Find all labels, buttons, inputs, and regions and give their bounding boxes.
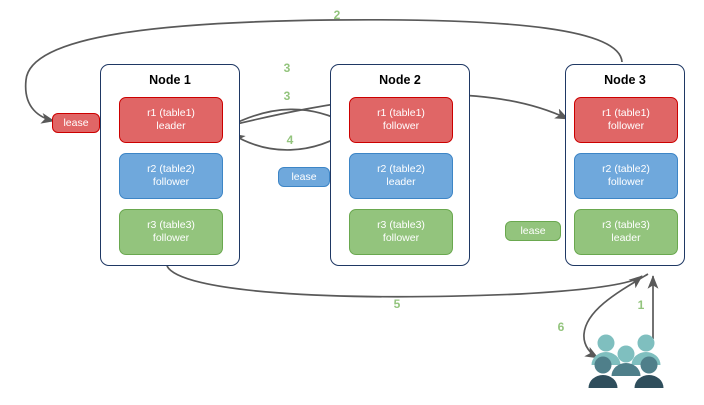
replica-name: r3 (table3) bbox=[147, 219, 195, 231]
replica-name: r1 (table1) bbox=[377, 107, 425, 119]
replica-node1-r1[interactable]: r1 (table1) leader bbox=[119, 97, 223, 143]
replica-role: leader bbox=[386, 176, 416, 188]
arrow-step-5 bbox=[166, 265, 643, 298]
replica-role: follower bbox=[152, 232, 190, 244]
replica-role: follower bbox=[382, 120, 420, 132]
replica-node1-r3[interactable]: r3 (table3) follower bbox=[119, 209, 223, 255]
replica-name: r2 (table2) bbox=[147, 163, 195, 175]
replica-node3-r1[interactable]: r1 (table1) follower bbox=[574, 97, 678, 143]
replica-role: follower bbox=[152, 176, 190, 188]
replica-role: leader bbox=[611, 232, 641, 244]
step-label-3-long: 3 bbox=[283, 61, 291, 75]
replica-role: follower bbox=[607, 120, 645, 132]
replica-role: follower bbox=[607, 176, 645, 188]
users-group-icon bbox=[588, 334, 664, 388]
node-box-node1[interactable]: Node 1 r1 (table1) leader r2 (table2) fo… bbox=[100, 64, 240, 266]
step-label-3-short: 3 bbox=[283, 89, 291, 103]
replica-name: r3 (table3) bbox=[377, 219, 425, 231]
replica-name: r1 (table1) bbox=[147, 107, 195, 119]
replica-name: r2 (table2) bbox=[602, 163, 650, 175]
replica-name: r3 (table3) bbox=[602, 219, 650, 231]
replica-name: r2 (table2) bbox=[377, 163, 425, 175]
replica-node3-r2[interactable]: r2 (table2) follower bbox=[574, 153, 678, 199]
lease-badge-table2[interactable]: lease bbox=[278, 167, 330, 187]
lease-badge-table3[interactable]: lease bbox=[505, 221, 561, 241]
node-box-node2[interactable]: Node 2 r1 (table1) follower r2 (table2) … bbox=[330, 64, 470, 266]
replica-role: follower bbox=[382, 232, 420, 244]
replica-node1-r2[interactable]: r2 (table2) follower bbox=[119, 153, 223, 199]
replica-role: leader bbox=[156, 120, 186, 132]
node-title: Node 1 bbox=[149, 73, 191, 87]
node-box-node3[interactable]: Node 3 r1 (table1) follower r2 (table2) … bbox=[565, 64, 685, 266]
step-label-6: 6 bbox=[557, 320, 565, 334]
replica-node2-r3[interactable]: r3 (table3) follower bbox=[349, 209, 453, 255]
step-label-4: 4 bbox=[286, 133, 294, 147]
node-title: Node 2 bbox=[379, 73, 421, 87]
step-label-1: 1 bbox=[637, 298, 645, 312]
replica-node2-r2[interactable]: r2 (table2) leader bbox=[349, 153, 453, 199]
step-label-2: 2 bbox=[333, 8, 341, 22]
lease-badge-table1[interactable]: lease bbox=[52, 113, 100, 133]
node-title: Node 3 bbox=[604, 73, 646, 87]
step-label-5: 5 bbox=[393, 297, 401, 311]
replica-name: r1 (table1) bbox=[602, 107, 650, 119]
replica-node2-r1[interactable]: r1 (table1) follower bbox=[349, 97, 453, 143]
replica-node3-r3[interactable]: r3 (table3) leader bbox=[574, 209, 678, 255]
